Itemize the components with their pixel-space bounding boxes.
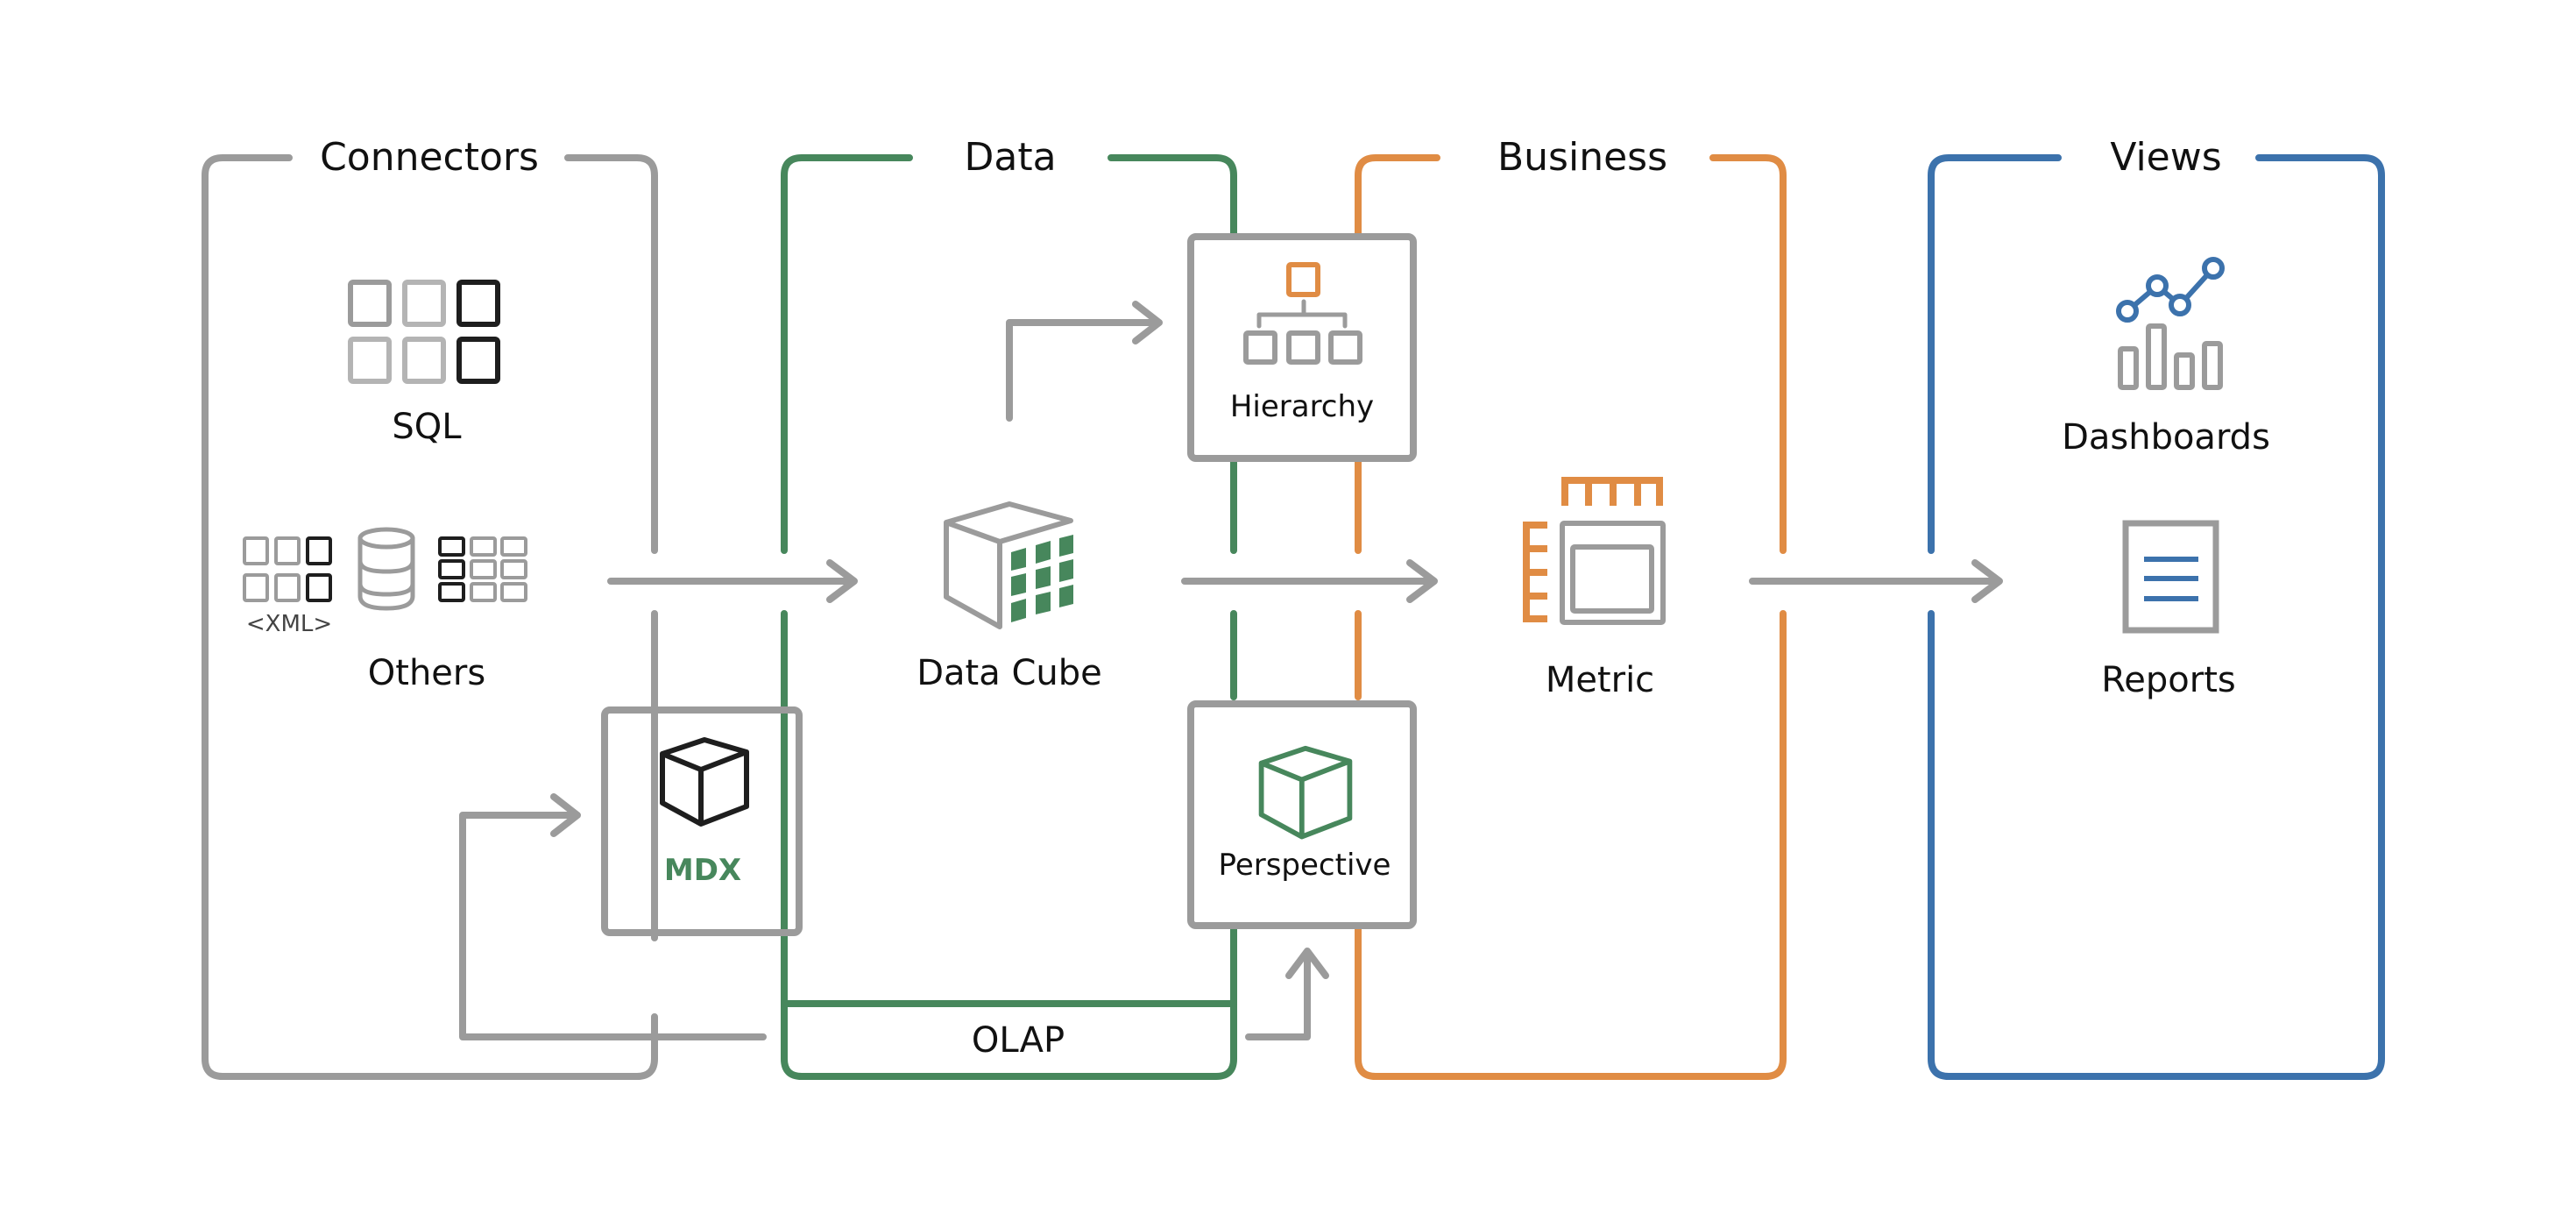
table-list-icon xyxy=(438,536,527,602)
arrow-connectors-to-data xyxy=(607,559,858,603)
others-label: Others xyxy=(368,653,485,693)
perspective-label: Perspective xyxy=(1219,848,1391,883)
perspective-cube-icon xyxy=(1262,749,1350,837)
xml-tag-label: <XML> xyxy=(246,611,332,637)
document-icon xyxy=(2122,520,2219,634)
data-cube-icon xyxy=(944,501,1073,629)
perspective-node[interactable]: Perspective xyxy=(1187,700,1417,929)
views-section: Views Dashboards Reports xyxy=(1928,135,2385,1080)
arrow-cube-to-hierarchy xyxy=(1006,301,1163,422)
data-title: Data xyxy=(964,135,1056,180)
mdx-node[interactable]: MDX xyxy=(601,706,803,936)
metric-ruler-icon xyxy=(1523,477,1666,625)
connectors-section: Connectors SQL <XML> xyxy=(202,135,658,1080)
dashboards-label: Dashboards xyxy=(2062,417,2270,458)
mdx-label: MDX xyxy=(664,853,741,888)
business-frame xyxy=(1355,154,1787,1080)
arrow-olap-to-perspective xyxy=(1245,948,1329,1040)
views-frame xyxy=(1928,154,2385,1080)
hierarchy-icon xyxy=(1243,262,1362,365)
hierarchy-label: Hierarchy xyxy=(1230,389,1374,424)
views-title: Views xyxy=(2110,135,2221,180)
cube-icon xyxy=(662,740,747,824)
reports-label: Reports xyxy=(2101,660,2235,700)
olap-label: OLAP xyxy=(972,1020,1065,1061)
business-section: Business Metric xyxy=(1355,135,1787,1080)
connectors-title: Connectors xyxy=(320,135,539,180)
database-icon xyxy=(357,527,415,611)
connectors-frame xyxy=(202,154,658,1080)
business-title: Business xyxy=(1497,135,1667,180)
table-grid-icon xyxy=(348,280,500,384)
data-section: Data Data Cube OLAP xyxy=(781,135,1237,1080)
data-cube-label: Data Cube xyxy=(916,653,1102,693)
metric-label: Metric xyxy=(1546,660,1654,700)
xml-grid-icon: <XML> xyxy=(243,536,332,637)
hierarchy-node[interactable]: Hierarchy xyxy=(1187,233,1417,462)
chart-icon xyxy=(2116,257,2225,390)
arrow-olap-to-mdx xyxy=(459,793,767,1040)
data-frame xyxy=(781,154,1237,1080)
arrow-business-to-views xyxy=(1749,559,2003,603)
sql-label: SQL xyxy=(392,407,462,447)
arrow-data-to-business xyxy=(1181,559,1438,603)
